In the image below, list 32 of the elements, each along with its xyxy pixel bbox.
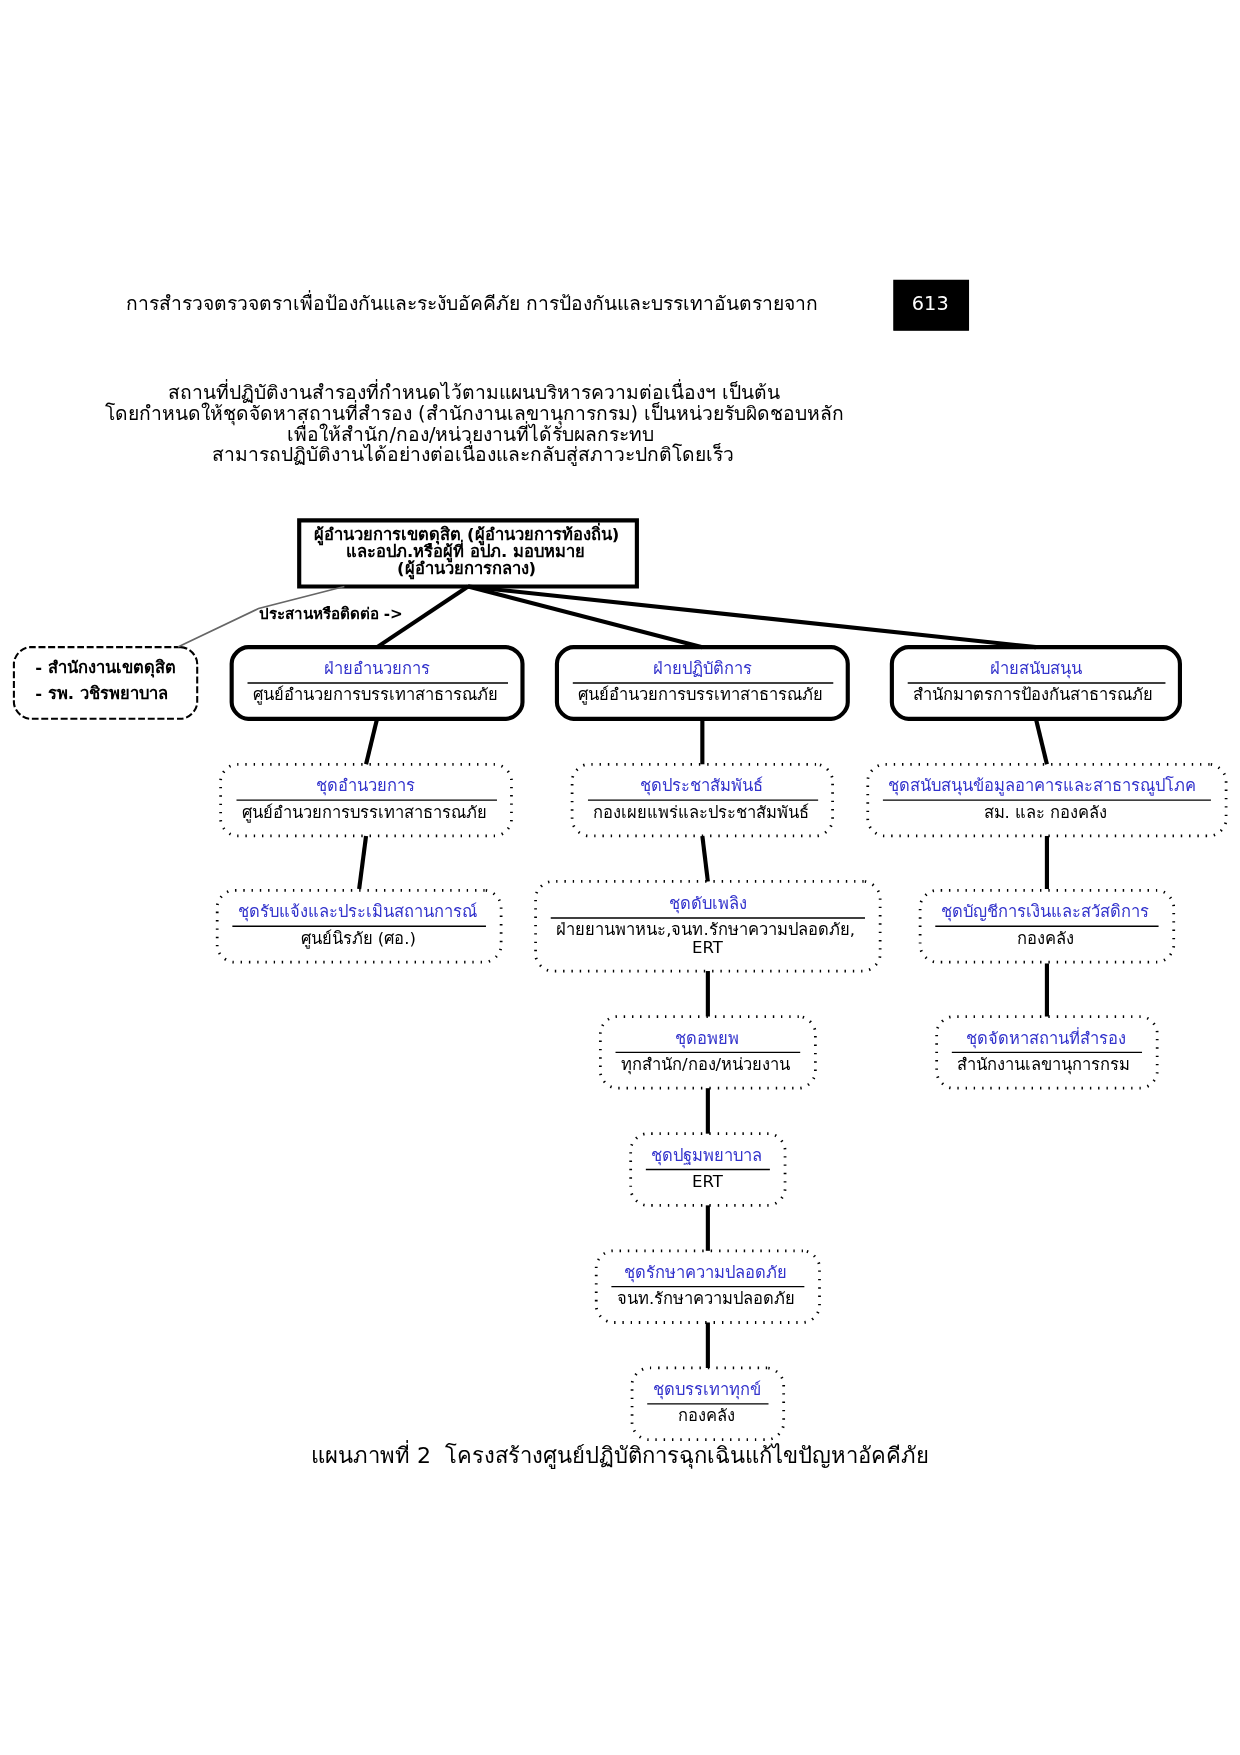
- label: การสำรวจตรวจตราเพื่อป้องกันและระงับอัคคีภัย การป้องกันและบรรเทาอันตรายจาก: [126, 291, 819, 315]
- node-box: ชุดรักษาความปลอดภัย จนท.รักษาความปลอดภัย: [594, 1248, 821, 1324]
- node-box: ชุดอำนวยการ ศูนย์อำนวยการบรรเทาสาธารณภัย: [219, 762, 513, 837]
- connector: [700, 718, 705, 764]
- node-box: ชุดปฐมพยาบาล ERT: [629, 1131, 787, 1207]
- label: 613: [911, 291, 949, 315]
- node-box: ชุดสนับสนุนข้อมูลอาคารและสาธารณูปโภค สม. และ กองคลัง: [866, 762, 1228, 837]
- node-box: ชุดดับเพลิง ฝ่ายยานพาหนะ,จนท.รักษาความปลอดภัย, ERT: [534, 879, 882, 972]
- connector: [705, 1087, 710, 1134]
- node-box: ชุดบรรเทาทุกข์ กองคลัง: [630, 1366, 786, 1441]
- label: สถานที่ปฏิบัติงานสำรองที่กำหนดไว้ตามแผนบริหารความต่อเนื่องฯ เป็นต้น โดยกำหนดให้ชุดจัดหาสถานที่สำรอง (สำนักงานเลขานุการกรม) เป็นหน่วยรับผิดชอบหลัก เพื่อให้สำนัก/กอง/หน่วยงานที่ได้รับผลกระทบ สามารถปฏิบัติงานได้อย่างต่อเนื่องและกลับสู่สภาวะปกติโดยเร็ว: [104, 380, 845, 466]
- connector: [357, 835, 369, 889]
- node-box: ชุดรับแจ้งและประเมินสถานการณ์ ศูนย์นิรภัย (ศอ.): [215, 888, 503, 963]
- node-box: ชุดประชาสัมพันธ์ กองเผยแพร่และประชาสัมพันธ์: [570, 762, 834, 837]
- connector: [705, 1322, 710, 1368]
- node-box: ผู้อำนวยการเขตดุสิต (ผู้อำนวยการท้องถิ่น) และอปภ.หรือผู้ที่ อปภ. มอบหมาย (ผู้อำนวยการกลาง): [297, 517, 639, 589]
- node-box: ฝ่ายสนับสนุน สำนักมาตรการป้องกันสาธารณภัย: [889, 644, 1182, 721]
- node-box: ฝ่ายปฏิบัติการ ศูนย์อำนวยการบรรเทาสาธารณภัย: [554, 644, 850, 721]
- connector: [1044, 962, 1049, 1016]
- node-box: - สำนักงานเขตดุสิต - รพ. วชิรพยาบาล: [12, 645, 199, 720]
- node-box: ฝ่ายอำนวยการ ศูนย์อำนวยการบรรเทาสาธารณภัย: [229, 644, 525, 721]
- node-box: ชุดอพยพ ทุกสำนัก/กอง/หน่วยงาน: [599, 1014, 817, 1090]
- connector: [467, 583, 1037, 649]
- connector: [1044, 835, 1049, 889]
- caption: แผนภาพที่ 2 โครงสร้างศูนย์ปฏิบัติการฉุกเฉินแก้ไขปัญหาอัคคีภัย: [310, 1442, 930, 1468]
- connector: [700, 835, 710, 882]
- node-box: ชุดบัญชีการเงินและสวัสดิการ กองคลัง: [918, 888, 1176, 963]
- connector: [177, 585, 346, 648]
- connector: [705, 970, 710, 1016]
- node-box: ชุดจัดหาสถานที่สำรอง สำนักงานเลขานุการกรม: [935, 1014, 1159, 1090]
- connector: [705, 1204, 710, 1251]
- edge-label: ประสานหรือติดต่อ ->: [258, 604, 403, 623]
